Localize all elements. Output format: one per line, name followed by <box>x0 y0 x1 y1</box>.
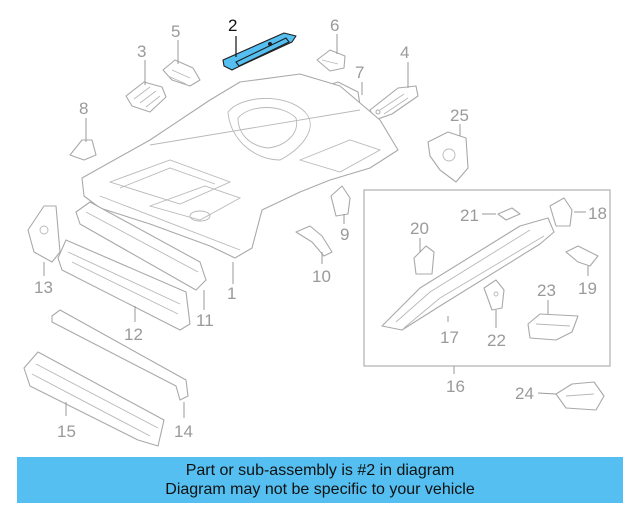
callout-21[interactable]: 21 <box>460 206 479 225</box>
part-17[interactable]: 17 <box>381 217 555 347</box>
part-5[interactable]: 5 <box>162 22 201 87</box>
part-3[interactable]: 3 <box>125 42 167 113</box>
callout-2[interactable]: 2 <box>228 16 237 35</box>
part-18[interactable]: 18 <box>549 197 607 227</box>
callout-4[interactable]: 4 <box>400 43 409 62</box>
callout-18[interactable]: 18 <box>588 204 607 223</box>
part-12[interactable]: 12 <box>57 239 191 344</box>
callout-14[interactable]: 14 <box>174 422 193 441</box>
part-9[interactable]: 9 <box>330 185 351 244</box>
callout-16[interactable]: 16 <box>446 377 465 396</box>
part-21[interactable]: 21 <box>460 206 521 225</box>
callout-5[interactable]: 5 <box>171 22 180 41</box>
part-2-highlighted[interactable]: 2 <box>222 16 297 71</box>
callout-17[interactable]: 17 <box>440 328 459 347</box>
sub-assembly-16[interactable]: 16 <box>363 189 611 396</box>
callout-1[interactable]: 1 <box>227 284 236 303</box>
callout-12[interactable]: 12 <box>124 325 143 344</box>
callout-15[interactable]: 15 <box>57 422 76 441</box>
parts-diagram: 2 3 5 6 7 4 8 <box>23 16 611 447</box>
part-19[interactable]: 19 <box>565 245 599 298</box>
callout-3[interactable]: 3 <box>137 42 146 61</box>
callout-24[interactable]: 24 <box>515 384 534 403</box>
part-22[interactable]: 22 <box>483 279 506 350</box>
part-15[interactable]: 15 <box>23 351 165 447</box>
info-banner: Part or sub-assembly is #2 in diagram Di… <box>17 457 623 503</box>
part-11[interactable]: 11 <box>75 201 214 330</box>
part-10[interactable]: 10 <box>295 225 333 286</box>
callout-19[interactable]: 19 <box>578 279 597 298</box>
part-23[interactable]: 23 <box>527 281 579 341</box>
callout-8[interactable]: 8 <box>79 99 88 118</box>
callout-13[interactable]: 13 <box>34 278 53 297</box>
part-24[interactable]: 24 <box>515 381 605 411</box>
part-25[interactable]: 25 <box>427 106 469 183</box>
callout-25[interactable]: 25 <box>450 106 469 125</box>
part-14[interactable]: 14 <box>51 309 193 441</box>
callout-20[interactable]: 20 <box>410 219 429 238</box>
callout-9[interactable]: 9 <box>340 225 349 244</box>
part-20[interactable]: 20 <box>410 219 435 275</box>
part-1-floor-panel[interactable]: 1 <box>81 73 399 303</box>
callout-6[interactable]: 6 <box>330 16 339 35</box>
part-8[interactable]: 8 <box>69 99 97 161</box>
callout-22[interactable]: 22 <box>487 331 506 350</box>
part-6[interactable]: 6 <box>316 16 346 72</box>
callout-10[interactable]: 10 <box>312 267 331 286</box>
part-13[interactable]: 13 <box>27 205 61 297</box>
callout-23[interactable]: 23 <box>537 281 556 300</box>
callout-11[interactable]: 11 <box>196 311 214 330</box>
banner-line-2: Diagram may not be specific to your vehi… <box>165 481 475 498</box>
callout-7[interactable]: 7 <box>355 63 364 82</box>
banner-line-1: Part or sub-assembly is #2 in diagram <box>185 462 455 479</box>
part-4[interactable]: 4 <box>369 43 419 121</box>
